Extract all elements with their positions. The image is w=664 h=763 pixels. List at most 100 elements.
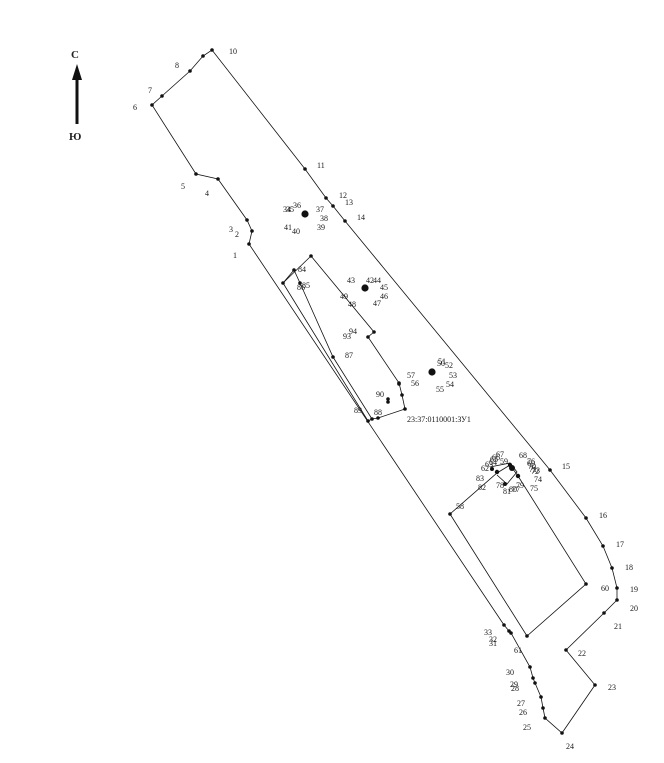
boundary-point-20 bbox=[615, 598, 619, 602]
south-label: Ю bbox=[69, 131, 81, 143]
boundary-point-93 bbox=[366, 335, 370, 339]
point-label-4: 4 bbox=[205, 189, 209, 198]
point-label-62: 62 bbox=[481, 464, 489, 473]
point-label-90: 90 bbox=[376, 390, 384, 399]
boundary-point-29 bbox=[531, 676, 535, 680]
point-label-75: 75 bbox=[530, 484, 538, 493]
point-label-8: 8 bbox=[175, 61, 179, 70]
point-layer: 1234567810111213141516171819202122232425… bbox=[133, 47, 638, 751]
point-label-59: 59 bbox=[500, 457, 508, 466]
point-label-35: 35 bbox=[286, 205, 294, 214]
boundary-point-19 bbox=[615, 586, 619, 590]
boundary-point-96 bbox=[403, 407, 407, 411]
point-label-14: 14 bbox=[357, 213, 365, 222]
boundary-point-5 bbox=[194, 172, 198, 176]
parcel-boundary bbox=[151, 49, 618, 734]
point-label-11: 11 bbox=[317, 161, 325, 170]
point-label-89: 89 bbox=[354, 406, 362, 415]
point-label-10: 10 bbox=[229, 47, 237, 56]
boundary-point-1 bbox=[247, 242, 251, 246]
boundary-point-7 bbox=[160, 94, 164, 98]
point-label-76: 76 bbox=[527, 457, 535, 466]
boundary-point-95 bbox=[309, 254, 313, 258]
point-label-93: 93 bbox=[343, 332, 351, 341]
point-label-69: 69 bbox=[527, 459, 535, 468]
point-label-78: 78 bbox=[496, 481, 504, 490]
boundary-point-94 bbox=[372, 330, 376, 334]
boundary-point-8 bbox=[188, 69, 192, 73]
point-label-41: 41 bbox=[284, 223, 292, 232]
boundary-point-17 bbox=[601, 544, 605, 548]
boundary-point-89 bbox=[366, 419, 370, 423]
point-label-67: 67 bbox=[496, 450, 504, 459]
point-label-5: 5 bbox=[181, 182, 185, 191]
point-label-37: 37 bbox=[316, 205, 324, 214]
point-label-25: 25 bbox=[523, 723, 531, 732]
boundary-point-84 bbox=[292, 268, 296, 272]
point-label-1: 1 bbox=[233, 251, 237, 260]
point-label-40: 40 bbox=[292, 227, 300, 236]
point-label-33: 33 bbox=[484, 628, 492, 637]
point-label-61: 61 bbox=[514, 646, 522, 655]
boundary-point-21 bbox=[602, 611, 606, 615]
point-label-88: 88 bbox=[374, 408, 382, 417]
point-label-87: 87 bbox=[345, 351, 353, 360]
boundary-point-24 bbox=[560, 731, 564, 735]
point-label-22: 22 bbox=[578, 649, 586, 658]
point-label-60: 60 bbox=[601, 584, 609, 593]
point-label-51: 51 bbox=[438, 357, 446, 366]
inner-contour bbox=[282, 255, 406, 422]
point-label-58: 58 bbox=[456, 502, 464, 511]
point-label-17: 17 bbox=[616, 540, 624, 549]
point-label-50: 50 bbox=[437, 359, 445, 368]
point-label-82: 82 bbox=[478, 483, 486, 492]
boundary-point-85 bbox=[298, 281, 302, 285]
boundary-point-61 bbox=[525, 634, 529, 638]
point-label-36: 36 bbox=[293, 201, 301, 210]
point-label-20: 20 bbox=[630, 604, 638, 613]
point-label-43: 43 bbox=[347, 276, 355, 285]
boundary-point-88 bbox=[370, 417, 374, 421]
point-label-44: 44 bbox=[373, 276, 381, 285]
point-label-47: 47 bbox=[373, 299, 381, 308]
point-label-42: 42 bbox=[366, 276, 374, 285]
point-label-84: 84 bbox=[298, 265, 306, 274]
boundary-point-86 bbox=[281, 281, 285, 285]
point-label-57: 57 bbox=[407, 371, 415, 380]
point-label-79: 79 bbox=[516, 481, 524, 490]
point-label-2: 2 bbox=[235, 230, 239, 239]
point-label-80: 80 bbox=[509, 485, 517, 494]
point-label-28: 28 bbox=[511, 684, 519, 693]
point-label-55: 55 bbox=[436, 385, 444, 394]
point-label-27: 27 bbox=[517, 699, 525, 708]
boundary-point-56 bbox=[397, 382, 401, 386]
boundary-point-14 bbox=[343, 219, 347, 223]
boundary-point-9 bbox=[201, 54, 205, 58]
boundary-point-6 bbox=[150, 103, 154, 107]
point-label-77: 77 bbox=[512, 485, 520, 494]
boundary-point-23 bbox=[593, 683, 597, 687]
point-label-30: 30 bbox=[506, 668, 514, 677]
boundary-point-97 bbox=[376, 416, 380, 420]
point-label-74: 74 bbox=[534, 475, 542, 484]
point-label-19: 19 bbox=[630, 585, 638, 594]
boundary-point-60 bbox=[584, 582, 588, 586]
boundary-point-15 bbox=[548, 468, 552, 472]
point-label-71: 71 bbox=[529, 465, 537, 474]
point-label-7: 7 bbox=[148, 86, 152, 95]
boundary-point-11 bbox=[303, 167, 307, 171]
point-label-26: 26 bbox=[519, 708, 527, 717]
point-label-16: 16 bbox=[599, 511, 607, 520]
boundary-point-10 bbox=[210, 48, 214, 52]
boundary-point-58 bbox=[448, 512, 452, 516]
point-label-85: 85 bbox=[302, 281, 310, 290]
point-label-12: 12 bbox=[339, 191, 347, 200]
point-label-15: 15 bbox=[562, 462, 570, 471]
point-label-23: 23 bbox=[608, 683, 616, 692]
point-label-72: 72 bbox=[531, 467, 539, 476]
boundary-point-87 bbox=[331, 355, 335, 359]
point-label-48: 48 bbox=[348, 300, 356, 309]
cadastral-number: 23:37:0110001:ЗУ1 bbox=[407, 415, 471, 424]
boundary-point-3 bbox=[245, 218, 249, 222]
